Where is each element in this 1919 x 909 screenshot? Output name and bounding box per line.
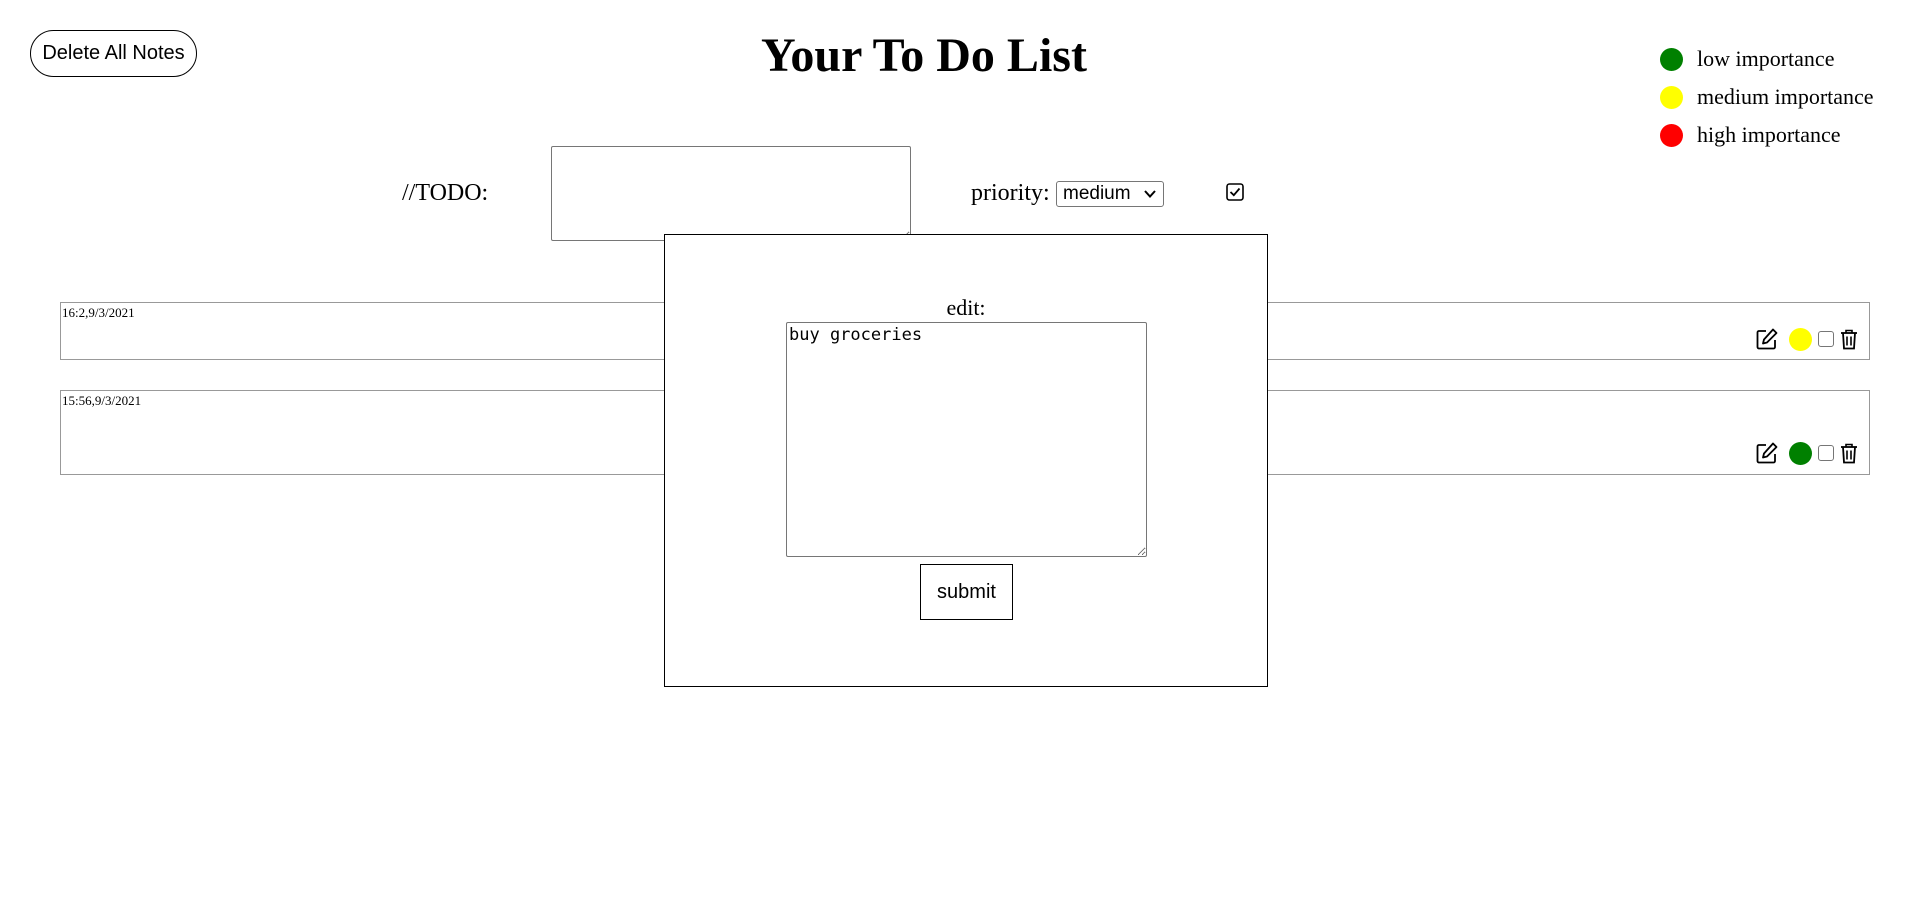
priority-dot-icon xyxy=(1789,441,1812,465)
legend-label: low importance xyxy=(1697,46,1835,71)
high-importance-dot-icon xyxy=(1660,123,1683,147)
done-checkbox[interactable] xyxy=(1818,445,1834,461)
edit-icon[interactable] xyxy=(1755,441,1779,465)
legend-label: medium importance xyxy=(1697,84,1874,109)
legend-item-high: high importance xyxy=(1660,116,1874,154)
priority-select[interactable]: medium xyxy=(1056,181,1164,207)
note-timestamp: 15:56,9/3/2021 xyxy=(62,393,142,408)
edit-label: edit: xyxy=(946,295,986,320)
add-note-check-icon[interactable] xyxy=(1226,183,1244,201)
edit-modal: edit: buy groceries submit xyxy=(664,234,1268,687)
edit-textarea[interactable]: buy groceries xyxy=(786,322,1147,557)
legend-label: high importance xyxy=(1697,122,1841,147)
chevron-down-icon xyxy=(1144,190,1156,198)
delete-all-notes-button[interactable]: Delete All Notes xyxy=(30,30,197,77)
trash-icon[interactable] xyxy=(1839,328,1859,350)
page-title: Your To Do List xyxy=(761,29,1087,82)
note-actions xyxy=(1755,327,1859,351)
note-actions xyxy=(1755,441,1859,465)
medium-importance-dot-icon xyxy=(1660,85,1683,109)
submit-button[interactable]: submit xyxy=(920,564,1013,620)
priority-dot-icon xyxy=(1789,327,1812,351)
priority-selected-value: medium xyxy=(1063,183,1131,204)
low-importance-dot-icon xyxy=(1660,47,1683,71)
note-timestamp: 16:2,9/3/2021 xyxy=(62,305,135,320)
trash-icon[interactable] xyxy=(1839,442,1859,464)
legend-item-low: low importance xyxy=(1660,40,1874,78)
legend-item-medium: medium importance xyxy=(1660,78,1874,116)
priority-label: priority: xyxy=(971,180,1050,206)
priority-legend: low importance medium importance high im… xyxy=(1660,40,1874,154)
edit-icon[interactable] xyxy=(1755,327,1779,351)
todo-input[interactable] xyxy=(551,146,911,241)
todo-label: //TODO: xyxy=(402,180,489,206)
done-checkbox[interactable] xyxy=(1818,331,1834,347)
